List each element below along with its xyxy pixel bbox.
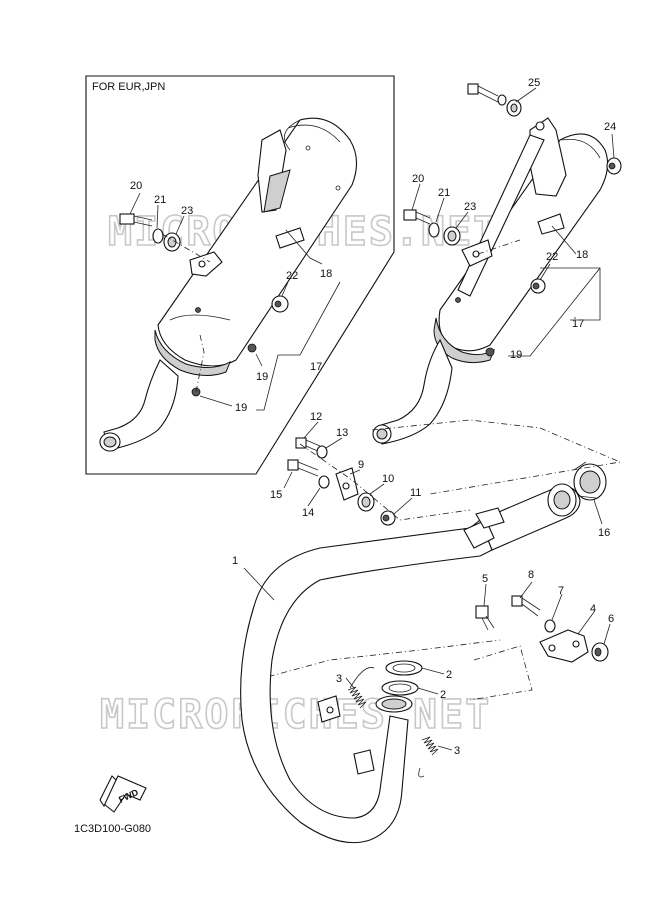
bolt-5	[475, 605, 495, 631]
callout-23-inset: 23	[181, 205, 193, 217]
inset-bolt-19a	[247, 343, 257, 353]
figure-code: 1C3D100-G080	[74, 823, 151, 835]
damper-6	[591, 642, 609, 662]
grommet-23	[443, 226, 461, 246]
inset-grommet-23	[163, 232, 181, 252]
exhaust-header-pipe	[240, 483, 581, 844]
bolt-20	[403, 209, 431, 225]
inset-variant-box: FOR EUR,JPN	[85, 75, 395, 475]
callout-18-inset: 18	[320, 268, 332, 280]
collar-11	[380, 510, 396, 526]
callout-17-inset: 17	[310, 361, 322, 373]
gasket-16	[573, 461, 607, 501]
callout-11: 11	[410, 487, 421, 499]
callout-4: 4	[590, 603, 596, 615]
bolt-19	[485, 347, 495, 357]
bolt-8	[511, 595, 541, 617]
damper-22	[530, 278, 546, 294]
callout-25: 25	[528, 77, 540, 89]
callout-17: 17	[572, 318, 584, 330]
callout-24: 24	[604, 121, 616, 133]
callout-16: 16	[598, 527, 610, 539]
main-link-pipe	[372, 338, 453, 445]
gasket-2-upper	[385, 660, 423, 676]
washer-14	[318, 475, 330, 489]
callout-22: 22	[546, 251, 558, 263]
inset-bolt-19b	[191, 387, 201, 397]
watermark-bottom: MICROFICHES.NET	[100, 692, 491, 738]
washer-13	[316, 445, 328, 459]
callout-6: 6	[608, 613, 614, 625]
inset-link-pipe	[99, 359, 179, 452]
spring-3-upper	[347, 667, 375, 709]
inset-bolt-20	[119, 213, 153, 227]
callout-19: 19	[510, 349, 522, 361]
callout-19-inset-a: 19	[256, 371, 268, 383]
callout-20: 20	[412, 173, 424, 185]
inset-muffler	[154, 117, 358, 376]
callout-22-inset: 22	[286, 270, 298, 282]
bolt-25-assembly	[467, 83, 522, 117]
callout-18: 18	[576, 249, 588, 261]
callout-7: 7	[558, 585, 564, 597]
fwd-arrow-icon: FWD	[99, 775, 147, 813]
callout-3-upper: 3	[336, 673, 342, 685]
callout-12: 12	[310, 411, 322, 423]
main-muffler	[433, 117, 609, 364]
collar-7	[544, 619, 556, 633]
inset-damper-22	[271, 295, 289, 313]
callout-10: 10	[382, 473, 394, 485]
callout-19-inset-b: 19	[235, 402, 247, 414]
callout-21: 21	[438, 187, 450, 199]
damper-24	[606, 157, 622, 175]
bracket-9	[335, 467, 359, 501]
callout-21-inset: 21	[154, 194, 166, 206]
bolt-15	[287, 459, 319, 477]
callout-20-inset: 20	[130, 180, 142, 192]
callout-9: 9	[358, 459, 364, 471]
callout-23: 23	[464, 201, 476, 213]
callout-2-upper: 2	[446, 669, 452, 681]
inset-washer-21	[152, 228, 164, 244]
stay-4	[539, 629, 589, 663]
callout-1: 1	[232, 555, 238, 567]
callout-2-lower: 2	[440, 689, 446, 701]
inset-border	[85, 75, 395, 475]
callout-8: 8	[528, 569, 534, 581]
gasket-2-lower	[381, 680, 419, 696]
callout-13: 13	[336, 427, 348, 439]
callout-3-lower: 3	[454, 745, 460, 757]
spring-3-lower	[418, 736, 439, 778]
callout-5: 5	[482, 573, 488, 585]
callout-15: 15	[270, 489, 282, 501]
grommet-10	[357, 492, 375, 512]
callout-14: 14	[302, 507, 314, 519]
washer-21	[428, 222, 440, 238]
inset-label: FOR EUR,JPN	[92, 81, 165, 93]
